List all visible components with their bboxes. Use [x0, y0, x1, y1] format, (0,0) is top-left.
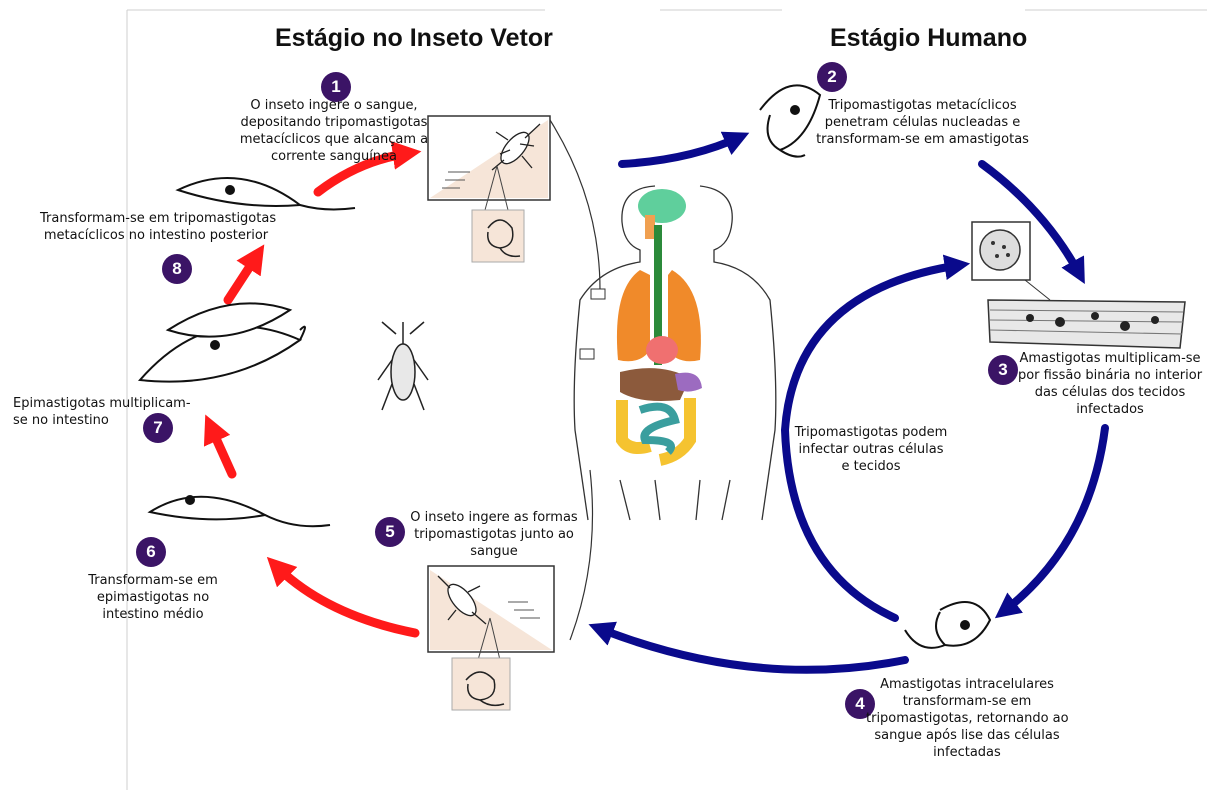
heart: [646, 336, 678, 364]
arrow-6-to-7: [210, 425, 232, 474]
step-badge-6: 6: [136, 537, 166, 567]
human-body-icon: [574, 186, 776, 520]
step-badge-5: 5: [375, 517, 405, 547]
step-7-label: Epimastigotas multiplicam-se no intestin…: [13, 395, 188, 429]
stomach: [675, 373, 702, 392]
arrow-5-to-6: [275, 565, 415, 633]
trypanosome-forms: [140, 85, 990, 647]
cell-icon: [972, 222, 1050, 300]
arrow-4-to-5: [598, 628, 905, 670]
arrow-to-2: [622, 137, 740, 164]
assassin-bug-icon: [378, 322, 428, 410]
muscle-tissue-icon: [988, 300, 1185, 348]
step-badge-3: 3: [988, 355, 1018, 385]
insect-stage-title: Estágio no Inseto Vetor: [275, 24, 553, 53]
bite-panel-top: [428, 116, 600, 290]
lungs-left: [617, 270, 650, 361]
trypanosome-icon: [905, 602, 990, 648]
bite-panel-bottom: [428, 470, 593, 710]
step-badge-2: 2: [817, 62, 847, 92]
trypanosome-icon: [150, 496, 330, 526]
step-badge-8: 8: [162, 254, 192, 284]
step-1-label: O inseto ingere o sangue,depositando tri…: [218, 97, 450, 165]
arrow-7-to-8: [228, 254, 258, 300]
arrow-3-to-4: [1003, 428, 1105, 612]
trypanosome-icon: [140, 303, 305, 381]
human-stage-title: Estágio Humano: [830, 24, 1027, 53]
